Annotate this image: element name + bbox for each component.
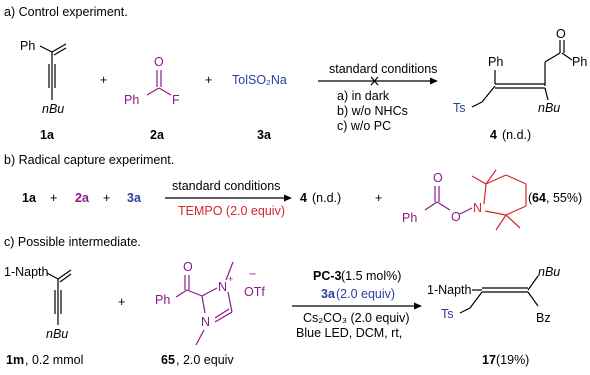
65-phenyl: Ph	[155, 293, 170, 307]
arrow-a	[318, 76, 438, 86]
label-4-note: (n.d.)	[502, 128, 531, 142]
arrow-c	[292, 302, 422, 310]
structure-1a: Ph nBu	[20, 39, 67, 116]
arrow-b-below: TEMPO (2.0 equiv)	[178, 204, 285, 218]
plus-c-1: +	[118, 295, 125, 309]
label-65-amount: , 2.0 equiv	[176, 353, 234, 367]
structure-64: O Ph O N	[402, 169, 527, 231]
1a-phenyl: Ph	[20, 39, 35, 53]
64-nitrogen: N	[473, 201, 482, 215]
64-yield: , 55%)	[546, 191, 582, 205]
65-counter-ion: OTf	[244, 285, 265, 299]
arrow-a-cond-2: b) w/o NHCs	[337, 104, 408, 118]
65-n: N	[201, 315, 210, 329]
label-2a: 2a	[150, 128, 165, 142]
structure-17: 1-Napth nBu Bz Ts	[427, 265, 560, 325]
section-b-title: b) Radical capture experiment.	[4, 153, 174, 167]
label-4: 4	[490, 128, 497, 142]
17-nbu: nBu	[538, 265, 560, 279]
4-ts: Ts	[453, 101, 466, 115]
b-plus-2: +	[103, 191, 110, 205]
1m-aryl: 1-Napth	[4, 265, 49, 279]
b-product-4: 4	[300, 191, 307, 205]
structure-1m: 1-Napth nBu	[4, 265, 72, 341]
arrow-c-catalyst: PC-3	[313, 269, 342, 283]
b-reactant-2a: 2a	[75, 191, 90, 205]
64-phenyl: Ph	[402, 211, 417, 225]
2a-phenyl: Ph	[124, 93, 139, 107]
arrow-c-reagent-amount: (2.0 equiv)	[336, 287, 395, 301]
arrow-b	[165, 194, 292, 202]
structure-2a: O Ph F	[124, 55, 180, 107]
plus-a-2: +	[205, 73, 212, 87]
label-1m: 1m	[6, 353, 24, 367]
arrow-b-above: standard conditions	[172, 179, 280, 193]
arrow-a-above: standard conditions	[329, 62, 437, 76]
4-oxygen: O	[556, 27, 566, 41]
2a-oxygen: O	[154, 55, 164, 69]
arrow-c-misc: Blue LED, DCM, rt,	[296, 326, 402, 340]
section-a-title: a) Control experiment.	[4, 5, 128, 19]
arrow-c-catalyst-amount: (1.5 mol%)	[341, 269, 401, 283]
17-ts: Ts	[441, 307, 454, 321]
65-minus-sign: −	[249, 267, 256, 281]
64-ester-oxygen: O	[451, 210, 461, 224]
label-17-yield: (19%)	[496, 353, 529, 367]
plus-a-1: +	[100, 73, 107, 87]
label-1a: 1a	[40, 128, 55, 142]
1a-nbu: nBu	[42, 102, 64, 116]
3a-formula: TolSO₂Na	[232, 73, 287, 87]
arrow-a-cond-3: c) w/o PC	[337, 119, 391, 133]
structure-4: Ph Ts O Ph nBu	[453, 27, 587, 115]
label-3a: 3a	[257, 128, 272, 142]
2a-fluorine: F	[172, 93, 180, 107]
65-oxygen: O	[183, 260, 193, 274]
arrow-a-cond-1: a) in dark	[337, 89, 390, 103]
17-bz: Bz	[536, 311, 551, 325]
64-carbonyl-oxygen: O	[433, 171, 443, 185]
arrow-c-reagent: 3a	[321, 287, 336, 301]
64-open-paren: (	[528, 191, 533, 205]
b-plus-3: +	[375, 191, 382, 205]
64-label: 64	[532, 191, 546, 205]
b-plus-1: +	[50, 191, 57, 205]
label-65: 65	[161, 353, 175, 367]
section-c-title: c) Possible intermediate.	[4, 235, 141, 249]
b-reactant-1a: 1a	[22, 191, 37, 205]
label-1m-amount: , 0.2 mmol	[25, 353, 83, 367]
1m-nbu: nBu	[46, 327, 68, 341]
4-ketone-ph: Ph	[572, 55, 587, 69]
label-17: 17	[482, 353, 496, 367]
4-nbu: nBu	[538, 101, 560, 115]
b-reactant-3a: 3a	[127, 191, 142, 205]
65-n-plus: N	[218, 280, 227, 294]
17-aryl: 1-Napth	[427, 283, 472, 297]
structure-65: O Ph N + N − OTf	[155, 260, 265, 346]
65-plus-sign: +	[228, 274, 233, 284]
arrow-c-base: Cs₂CO₃ (2.0 equiv)	[303, 311, 410, 325]
4-phenyl: Ph	[488, 55, 503, 69]
b-product-4-note: (n.d.)	[312, 191, 341, 205]
